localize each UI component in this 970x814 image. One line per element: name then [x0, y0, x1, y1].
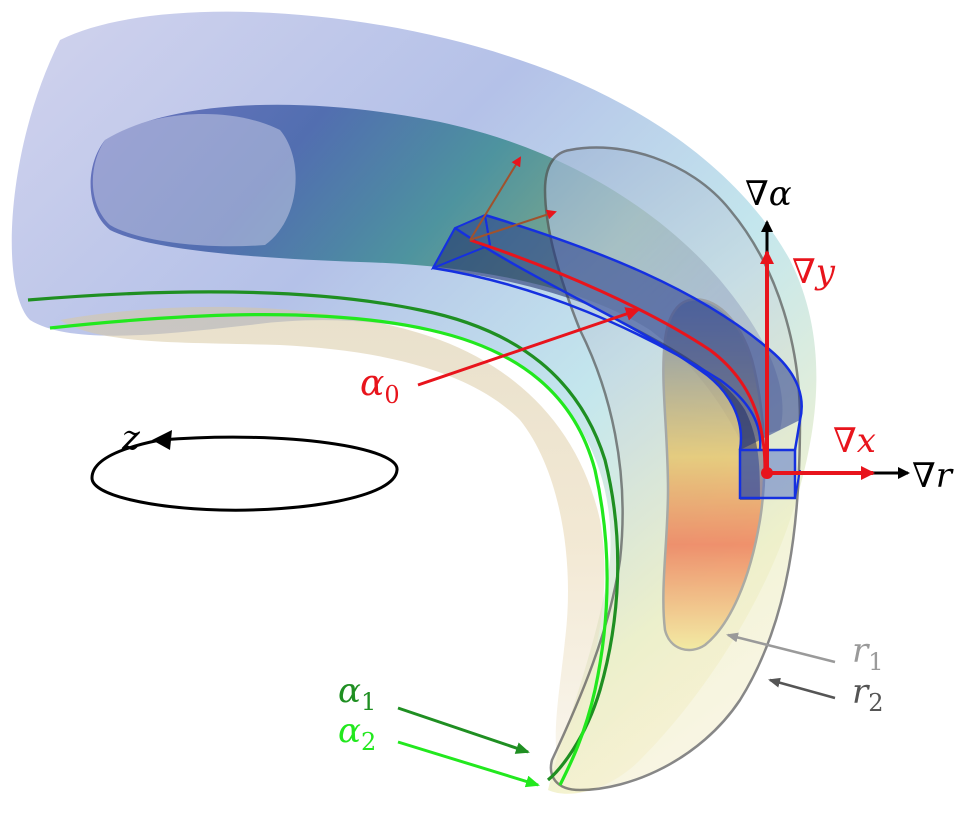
z-arrowhead	[152, 430, 172, 450]
alpha2-pointer	[397, 740, 540, 788]
flux-tube-outline-lower	[432, 266, 762, 451]
lower-inner-shading	[60, 306, 605, 770]
label-z: z	[121, 418, 141, 458]
gradient-vectors	[760, 220, 910, 480]
central-field-line	[469, 238, 767, 471]
label-r1: r1	[852, 631, 884, 676]
label-grad-r: ∇r	[912, 456, 954, 496]
flux-tube-outline-upper	[484, 213, 803, 421]
alpha0-pointer	[417, 307, 640, 387]
r1-pointer	[726, 632, 836, 664]
label-alpha1: α1	[338, 671, 376, 716]
label-grad-alpha: ∇α	[745, 174, 792, 214]
flux-tube-top-face	[455, 215, 802, 450]
field-line-alpha1	[27, 290, 620, 782]
alpha1-pointer	[397, 706, 530, 754]
label-grad-x: ∇x	[833, 421, 876, 461]
label-alpha0: α0	[360, 363, 400, 409]
z-rotation-indicator	[90, 430, 399, 512]
label-r2: r2	[852, 672, 884, 717]
label-grad-y: ∇y	[792, 252, 836, 292]
field-line-alpha2	[49, 312, 609, 786]
z-rotation-ellipse	[90, 435, 399, 512]
inner-cap	[92, 113, 296, 247]
r2-pointer	[768, 677, 836, 700]
label-alpha2: α2	[338, 711, 376, 756]
reference-point	[761, 467, 773, 479]
